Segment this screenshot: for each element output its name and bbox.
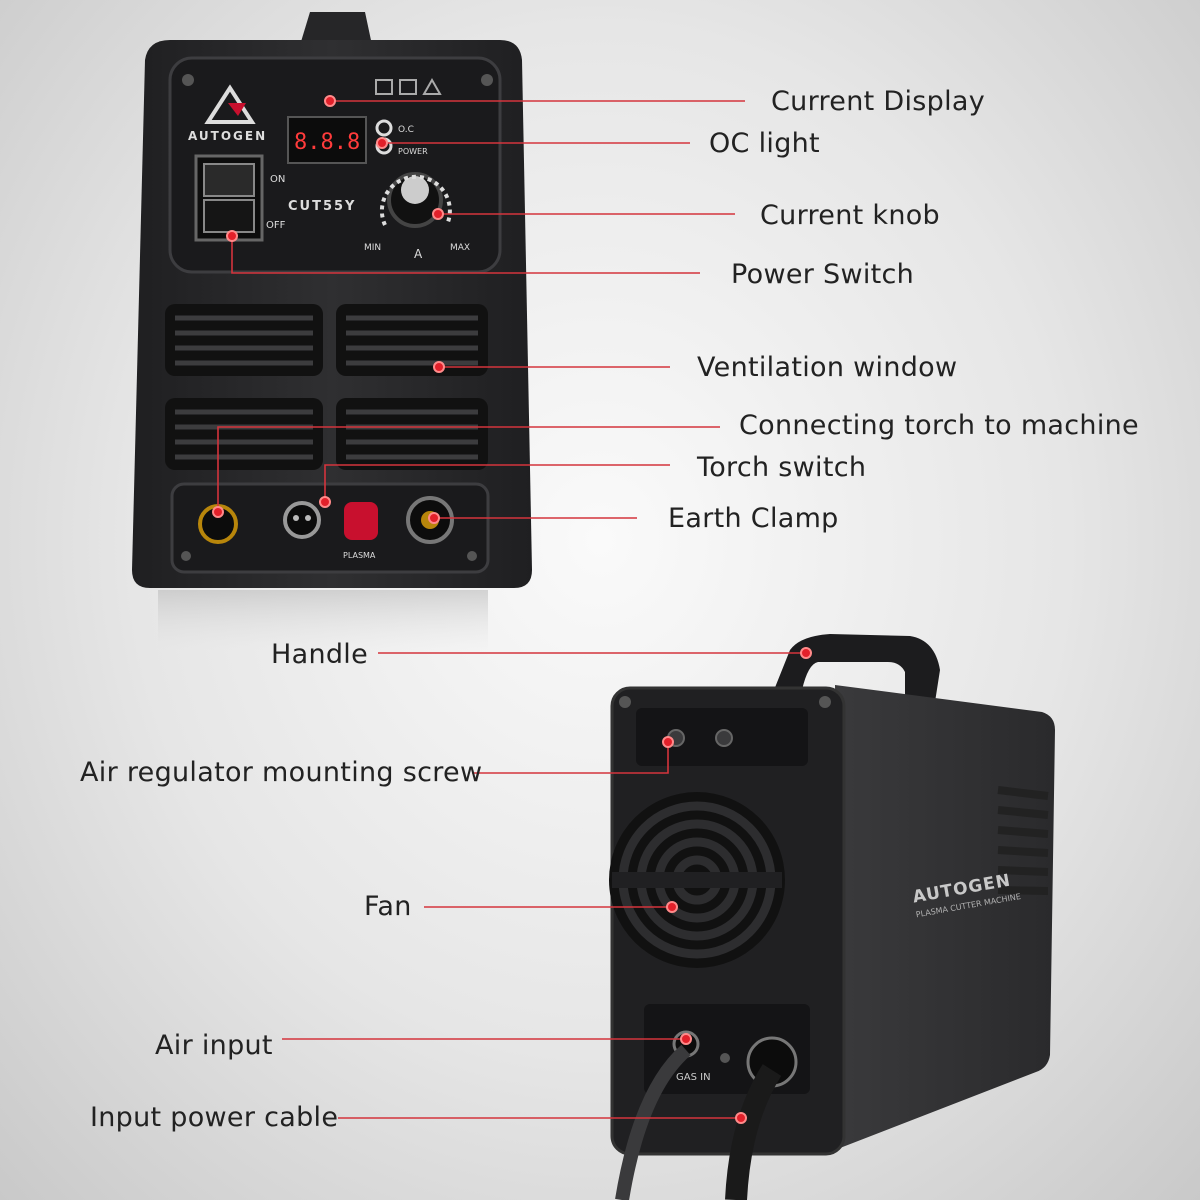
label-air-regulator-screw: Air regulator mounting screw [80,757,483,788]
label-input-power-cable: Input power cable [90,1102,339,1133]
ventilation-window [165,304,488,470]
connector-panel [170,482,490,574]
manual-icon [375,79,393,95]
plasma-text: PLASMA [343,551,376,560]
off-text: OFF [266,220,286,231]
fan-grill [609,792,785,968]
ground-screw-icon [720,1053,730,1063]
rear-unit [609,634,1055,1200]
torch-switch-socket[interactable] [283,501,321,539]
front-top-grip [300,12,372,45]
power-cable [725,1064,782,1200]
switch-rocker [203,199,255,233]
oc-text: O.C [398,125,414,135]
current-display-window [287,116,367,164]
label-air-input: Air input [155,1030,273,1061]
min-text: MIN [364,243,381,253]
label-earth-clamp: Earth Clamp [668,503,839,534]
reset-button[interactable] [344,502,378,540]
label-current-knob: Current knob [760,200,940,231]
label-fan: Fan [364,891,412,922]
side-panel [835,685,1055,1148]
label-power-switch: Power Switch [731,259,915,290]
callout-dots [212,95,812,1124]
screw-icon [182,74,194,86]
regulator-screw[interactable] [715,729,733,747]
screw-icon [181,551,191,561]
knob-cap [401,176,429,204]
label-connecting-torch: Connecting torch to machine [739,410,1139,441]
screw-icon [819,696,831,708]
max-text: MAX [450,243,470,253]
socket-pin [293,515,299,521]
knob-scale [379,174,452,226]
label-ventilation-window: Ventilation window [697,352,958,383]
screw-icon [481,74,493,86]
logo-accent-icon [228,103,246,116]
power-text: POWER [398,147,428,156]
screw-icon [619,696,631,708]
ce-icon [399,79,417,95]
gas-in-text: GAS IN [676,1072,711,1083]
label-torch-switch: Torch switch [697,452,867,483]
display-readout: 8.8.8 [294,130,360,155]
amp-text: A [414,247,423,261]
label-oc-light: OC light [709,128,820,159]
socket-pin [305,515,311,521]
label-handle: Handle [271,639,369,670]
handle[interactable] [770,634,940,702]
air-hose [615,1044,691,1200]
callout-lines [217,100,806,1119]
screw-icon [467,551,477,561]
label-current-display: Current Display [771,86,986,117]
switch-rocker [203,163,255,197]
front-unit [132,12,532,650]
front-brand-text: AUTOGEN [188,129,267,143]
floor-reflection [158,590,488,650]
oc-lamp [375,119,393,137]
model-text: CUT55Y [288,199,356,214]
on-text: ON [270,174,285,185]
warning-icon [422,77,442,95]
side-vents [997,786,1049,895]
